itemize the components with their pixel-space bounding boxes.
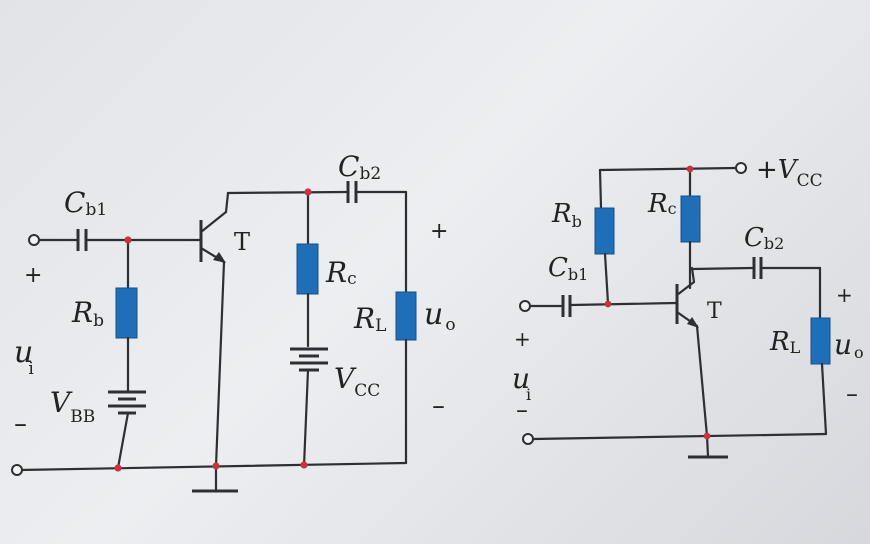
right-emitter-arrow-icon	[687, 317, 699, 328]
left-node-ground-2	[212, 462, 220, 470]
right-rb-label: Rb	[551, 199, 582, 231]
left-input-terminal	[28, 234, 40, 246]
right-vcc-label: +VCC	[756, 155, 823, 191]
right-rb-wire-bottom	[603, 252, 610, 305]
left-transistor-collector	[199, 210, 228, 234]
left-vcc-label: VCC	[334, 362, 380, 401]
right-ground-rail	[531, 432, 828, 441]
right-transistor-collector	[675, 280, 696, 297]
right-vcc-terminal	[735, 162, 747, 174]
right-transistor-label: T	[707, 299, 722, 324]
right-vcc-rail	[598, 166, 738, 172]
right-input-minus: –	[516, 396, 528, 424]
left-cb1-label: Cb1	[64, 186, 107, 220]
left-vcc-wire	[302, 368, 310, 468]
left-node-base	[124, 236, 132, 244]
right-input-terminal	[519, 300, 531, 312]
right-rl-label: RL	[769, 327, 801, 357]
right-rb-resistor	[594, 207, 615, 255]
left-input-plus: +	[24, 263, 42, 288]
left-rc-resistor	[296, 243, 319, 295]
left-transistor-label: T	[234, 228, 250, 256]
left-node-ground-3	[300, 461, 308, 469]
right-node-base	[604, 300, 612, 308]
left-rl-resistor	[395, 291, 417, 341]
left-rb-resistor	[115, 287, 138, 339]
left-output-minus: –	[432, 391, 445, 421]
left-top-rail	[226, 190, 348, 195]
right-base-wire	[570, 301, 678, 307]
right-node-vcc	[686, 165, 694, 173]
right-output-minus: –	[846, 380, 858, 408]
right-cb1-label: Cb1	[548, 253, 588, 284]
right-rc-label: Rc	[647, 189, 677, 219]
right-cb2-label: Cb2	[744, 223, 784, 253]
left-cb2-label: Cb2	[338, 150, 381, 184]
right-ground-terminal	[522, 433, 534, 445]
right-output-plus: +	[836, 283, 853, 307]
left-rl-label: RL	[353, 302, 386, 336]
right-rl-resistor	[810, 317, 831, 365]
right-input-plus: +	[514, 327, 531, 351]
right-node-ground	[703, 432, 711, 440]
right-emitter-wire	[695, 324, 709, 438]
left-vbb-label: VBB	[50, 386, 95, 427]
left-emitter-wire	[214, 260, 226, 468]
left-emitter-arrow-icon	[213, 252, 226, 263]
left-node-collector	[304, 188, 312, 196]
left-node-ground-1	[114, 464, 122, 472]
right-ui-label: ui	[512, 362, 531, 404]
right-rb-wire-top	[598, 168, 603, 210]
right-rl-wire-bottom	[820, 362, 828, 436]
left-input-minus: –	[14, 409, 27, 439]
left-output-plus: +	[430, 219, 448, 244]
left-collector-wire	[224, 191, 230, 214]
left-vbb-wire	[116, 411, 130, 470]
right-collector-wire	[690, 266, 696, 284]
left-ground-terminal	[11, 464, 23, 476]
left-rb-label: Rb	[71, 296, 104, 331]
right-rc-resistor	[680, 195, 701, 243]
right-collector-rail	[690, 266, 754, 271]
left-rc-label: Rc	[325, 256, 357, 289]
left-ui-label: ui	[14, 335, 34, 379]
